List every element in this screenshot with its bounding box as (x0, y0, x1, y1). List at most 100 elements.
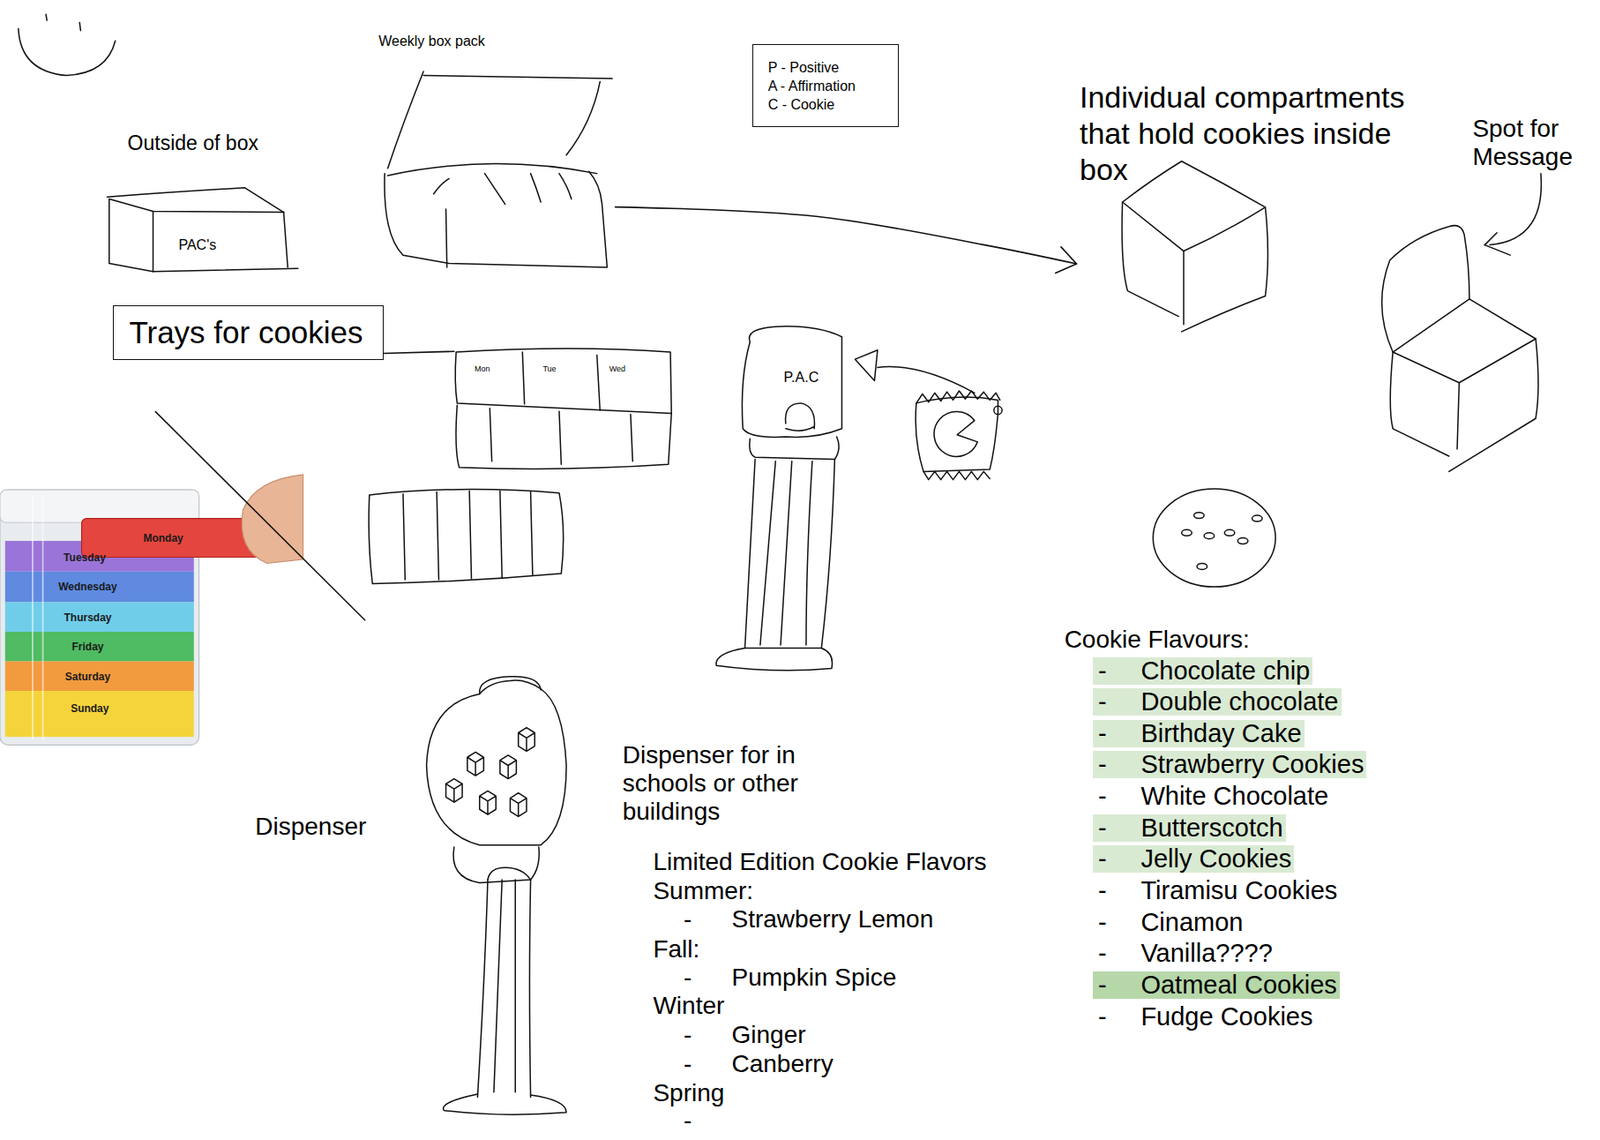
smile-doodle (18, 14, 116, 75)
compartment-box: Individual compartments that hold cookie… (1076, 77, 1424, 333)
leader-arrow (1484, 232, 1497, 246)
day-label: Monday (142, 531, 183, 545)
weekly-box-sketch (384, 71, 613, 268)
tray-sketch (522, 351, 524, 404)
pac-dispenser-sketch (780, 461, 793, 645)
outer-box-sketch (284, 212, 289, 268)
pac-dispenser-sketch (785, 426, 815, 431)
weekly-box-sketch (559, 173, 572, 200)
box-heading: Individual compartments that hold cookie… (1079, 79, 1420, 188)
gumball-dispenser-sketch (493, 879, 502, 1092)
bullet-dash: - (683, 1049, 692, 1078)
pac-dispenser-sketch (806, 461, 813, 645)
day-label: Tuesday (63, 551, 106, 564)
cookie-sketch (1194, 512, 1205, 519)
gumball-dispenser-sketch (514, 879, 516, 1092)
weekly-box-sketch (433, 178, 449, 194)
tray-sketch (455, 348, 672, 413)
flavor-item: Jelly Cookies (1140, 844, 1294, 873)
pac-dispenser-sketch (760, 461, 776, 645)
day-label: Mon (474, 364, 491, 374)
day-label: Tue (542, 364, 556, 374)
bullet-dash: - (1092, 750, 1141, 778)
note-text: Dispenser for in schools or other buildi… (622, 740, 835, 826)
dispenser-label: P.A.C (783, 368, 819, 386)
cookie-sketch (1224, 529, 1235, 536)
cookie-sketch (1252, 515, 1264, 522)
gumball-dispenser-sketch (453, 846, 539, 883)
flavor-item: Canberry (731, 1049, 833, 1078)
box-title: Trays for cookies (128, 314, 363, 352)
bullet-dash: - (1092, 908, 1141, 936)
smile-doodle (18, 28, 116, 75)
cookie-bag-sketch (854, 350, 1002, 480)
flavor-item: White Chocolate (1140, 782, 1331, 810)
smile-doodle (45, 14, 47, 21)
tray-sketch (559, 411, 561, 464)
list-heading: Limited Edition Cookie Flavors (652, 847, 987, 876)
bullet-dash: - (1092, 939, 1141, 967)
day-label: Wednesday (58, 580, 117, 593)
gumball-dispenser-sketch (467, 751, 485, 776)
connector-line (615, 207, 1077, 264)
tray-sketch (630, 414, 633, 462)
weekly-box-sketch (446, 209, 448, 268)
gumball-dispenser-sketch (446, 778, 464, 803)
cookie-sketch (1203, 532, 1215, 539)
second-tray-sketch (436, 492, 439, 580)
cookie-tray: Mon Tue Wed (454, 344, 674, 473)
tray-sketch (489, 408, 492, 462)
weekly-box-sketch (388, 164, 598, 176)
cookie-bag-sketch (934, 411, 978, 457)
flavor-item: Birthday Cake (1140, 719, 1304, 748)
tray-sketch (455, 348, 672, 469)
tray-title-box: Trays for cookies (112, 305, 383, 360)
compartment-cube (1122, 161, 1266, 252)
weekly-box-sketch (384, 171, 607, 268)
message-compartment (1390, 351, 1450, 457)
outer-box-sketch (106, 187, 284, 213)
gumball-dispenser-sketch (443, 1093, 567, 1115)
arrow-head (1055, 246, 1077, 274)
flavor-item: Pumpkin Spice (731, 963, 897, 992)
weekly-box-sketch (485, 173, 506, 205)
message-compartment (1449, 338, 1539, 472)
pac-dispenser-sketch (749, 436, 839, 459)
cookie-sketch (1196, 562, 1208, 569)
gumball-dispenser-sketch (500, 755, 517, 779)
pac-dispenser-sketch (741, 326, 842, 438)
outer-box-sketch (152, 210, 155, 271)
day-label: Friday (71, 640, 104, 653)
outer-box-sketch (109, 199, 285, 213)
bullet-dash: - (1092, 1002, 1141, 1031)
cookie-bag-sketch (854, 350, 877, 382)
day-label: Wed (609, 364, 626, 374)
pill-organizer-photo (0, 489, 200, 523)
cookie-sketch (1181, 529, 1193, 536)
flavor-item: Butterscotch (1140, 814, 1286, 842)
flavor-item: Strawberry Lemon (731, 904, 934, 934)
bullet-dash: - (1092, 971, 1141, 999)
second-tray-sketch (368, 489, 564, 584)
bullet-dash: - (1092, 657, 1141, 685)
bullet-dash: - (1092, 814, 1141, 842)
weekly-box-sketch (530, 173, 542, 202)
flavor-item: Fudge Cookies (1140, 1002, 1316, 1031)
leader-arrow (1484, 245, 1511, 256)
message-compartment (1382, 225, 1539, 472)
gumball-dispenser-sketch (477, 879, 488, 1097)
pac-dispenser-sketch (716, 647, 833, 670)
weekly-box-sketch (388, 71, 424, 169)
message-compartment (1392, 299, 1536, 383)
weekly-box-pack: Weekly box pack (378, 30, 615, 277)
flavor-item: Tiramisu Cookies (1140, 876, 1340, 905)
message-compartment (1382, 225, 1470, 352)
pac-dispenser-sketch (716, 326, 842, 671)
cookie-sketch (1237, 538, 1249, 545)
second-tray-sketch (530, 492, 533, 576)
flavor-item: Cinamon (1140, 908, 1246, 936)
second-tray-sketch (500, 490, 502, 577)
compartment-cube (1121, 201, 1179, 317)
bullet-dash: - (1092, 782, 1141, 810)
smile-doodle (79, 22, 81, 30)
